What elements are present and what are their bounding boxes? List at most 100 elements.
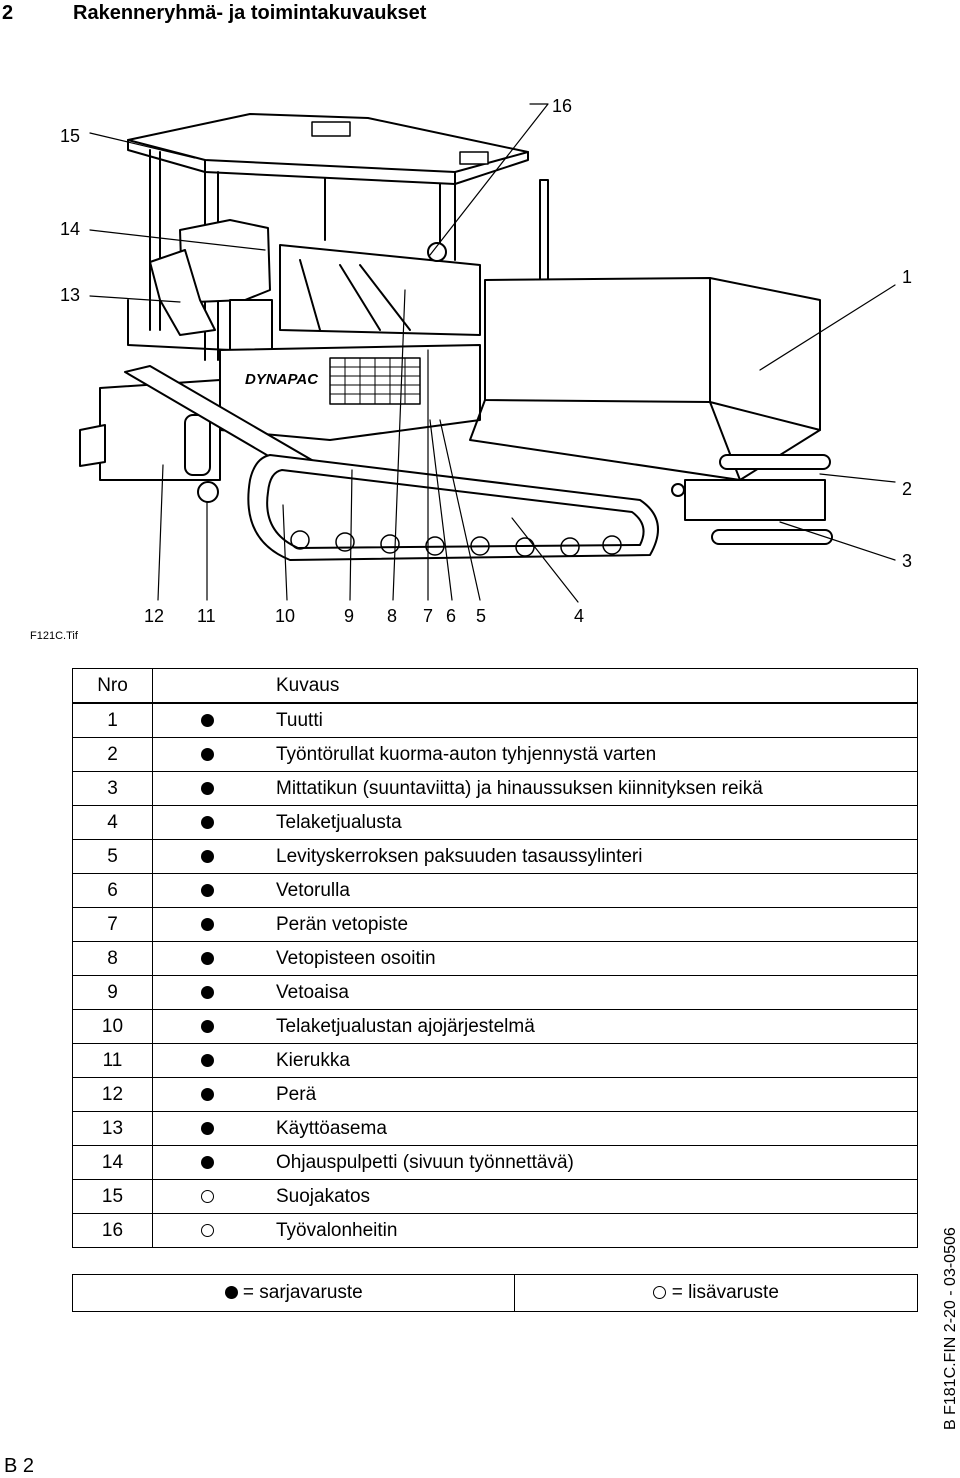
table-row: 3 Mittatikun (suuntaviitta) ja hinaussuks… xyxy=(72,771,918,806)
legend-optional-label: = lisävaruste xyxy=(671,1282,779,1303)
row-number: 12 xyxy=(72,1077,153,1112)
filled-circle-icon xyxy=(200,1121,214,1135)
filled-circle-icon xyxy=(200,815,214,829)
callout-2: 2 xyxy=(902,479,913,499)
callout-14: 14 xyxy=(60,219,81,239)
row-description: Telaketjualustan ajojärjestelmä xyxy=(261,1009,918,1044)
body-drawing: DYNAPAC xyxy=(219,179,549,441)
callout-1: 1 xyxy=(902,267,913,287)
callout-5: 5 xyxy=(476,606,487,626)
row-equipment-mark xyxy=(152,1111,261,1146)
row-equipment-mark xyxy=(152,805,261,840)
row-description: Vetoaisa xyxy=(261,975,918,1010)
legend-optional: = lisävaruste xyxy=(514,1274,918,1312)
row-number: 6 xyxy=(72,873,153,908)
table-row: 8 Vetopisteen osoitin xyxy=(72,941,918,976)
row-number: 1 xyxy=(72,702,153,738)
row-number: 5 xyxy=(72,839,153,874)
table-row: 10 Telaketjualustan ajojärjestelmä xyxy=(72,1009,918,1044)
open-circle-icon xyxy=(200,1189,214,1203)
row-equipment-mark xyxy=(152,1213,261,1248)
section-number: 2 xyxy=(2,2,14,24)
open-circle-icon xyxy=(200,1223,214,1237)
row-number: 16 xyxy=(72,1213,153,1248)
row-description: Ohjauspulpetti (sivuun työnnettävä) xyxy=(261,1145,918,1180)
leader-lines xyxy=(89,103,896,603)
open-circle-icon xyxy=(653,1286,667,1300)
row-equipment-mark xyxy=(152,737,261,772)
row-description: Vetopisteen osoitin xyxy=(261,941,918,976)
table-row: 7 Perän vetopiste xyxy=(72,907,918,942)
row-equipment-mark xyxy=(152,873,261,908)
callout-3: 3 xyxy=(902,551,913,571)
row-equipment-mark xyxy=(152,941,261,976)
legend-standard-label: = sarjavaruste xyxy=(242,1282,363,1303)
row-number: 13 xyxy=(72,1111,153,1146)
table-row: 16 Työvalonheitin xyxy=(72,1213,918,1248)
callout-12: 12 xyxy=(144,606,165,626)
row-equipment-mark xyxy=(152,1009,261,1044)
legend-standard: = sarjavaruste xyxy=(71,1274,516,1312)
callout-13: 13 xyxy=(60,285,81,305)
row-number: 11 xyxy=(72,1043,153,1078)
legend-table: = sarjavaruste = lisävaruste xyxy=(71,1274,918,1312)
table-row: 13 Käyttöasema xyxy=(72,1111,918,1146)
row-equipment-mark xyxy=(152,1077,261,1112)
header-nro: Nro xyxy=(72,668,153,704)
filled-circle-icon xyxy=(200,781,214,795)
callout-6: 6 xyxy=(446,606,457,626)
row-description: Suojakatos xyxy=(261,1179,918,1214)
section-title: Rakenneryhmä- ja toimintakuvaukset xyxy=(73,2,427,24)
row-number: 2 xyxy=(72,737,153,772)
row-description: Levityskerroksen paksuuden tasaussylinte… xyxy=(261,839,918,874)
row-equipment-mark xyxy=(152,907,261,942)
filled-circle-icon xyxy=(200,713,214,727)
page-number: B 2 xyxy=(4,1455,35,1477)
row-description: Työntörullat kuorma-auton tyhjennystä va… xyxy=(261,737,918,772)
filled-circle-icon xyxy=(200,1087,214,1101)
row-description: Kierukka xyxy=(261,1043,918,1078)
svg-text:DYNAPAC: DYNAPAC xyxy=(245,371,319,388)
filled-circle-icon xyxy=(200,849,214,863)
row-number: 15 xyxy=(72,1179,153,1214)
row-description: Telaketjualusta xyxy=(261,805,918,840)
canopy-drawing xyxy=(127,113,529,361)
document-code: B F181C.FIN 2-20 - 03-0506 xyxy=(942,1227,959,1430)
row-number: 9 xyxy=(72,975,153,1010)
row-description: Työvalonheitin xyxy=(261,1213,918,1248)
row-number: 4 xyxy=(72,805,153,840)
filled-circle-icon xyxy=(200,951,214,965)
row-description: Perän vetopiste xyxy=(261,907,918,942)
row-description: Mittatikun (suuntaviitta) ja hinaussukse… xyxy=(261,771,918,806)
row-description: Perä xyxy=(261,1077,918,1112)
row-equipment-mark xyxy=(152,975,261,1010)
table-row: 15 Suojakatos xyxy=(72,1179,918,1214)
row-number: 8 xyxy=(72,941,153,976)
row-number: 3 xyxy=(72,771,153,806)
crawler-track-drawing xyxy=(247,454,659,561)
row-number: 10 xyxy=(72,1009,153,1044)
filled-circle-icon xyxy=(200,883,214,897)
header-kuvaus: Kuvaus xyxy=(261,668,918,704)
callout-15: 15 xyxy=(60,126,81,146)
callout-9: 9 xyxy=(344,606,355,626)
row-description: Käyttöasema xyxy=(261,1111,918,1146)
callout-16: 16 xyxy=(552,96,573,116)
filled-circle-icon xyxy=(200,1053,214,1067)
table-row: 11 Kierukka xyxy=(72,1043,918,1078)
table-header-row: Nro Kuvaus xyxy=(72,668,918,704)
paver-illustration: DYNAPAC xyxy=(79,103,896,603)
callout-4: 4 xyxy=(574,606,585,626)
row-number: 7 xyxy=(72,907,153,942)
callout-7: 7 xyxy=(423,606,434,626)
callout-8: 8 xyxy=(387,606,398,626)
callout-11: 11 xyxy=(197,606,216,626)
table-row: 9 Vetoaisa xyxy=(72,975,918,1010)
callout-10: 10 xyxy=(275,606,296,626)
row-equipment-mark xyxy=(152,1043,261,1078)
